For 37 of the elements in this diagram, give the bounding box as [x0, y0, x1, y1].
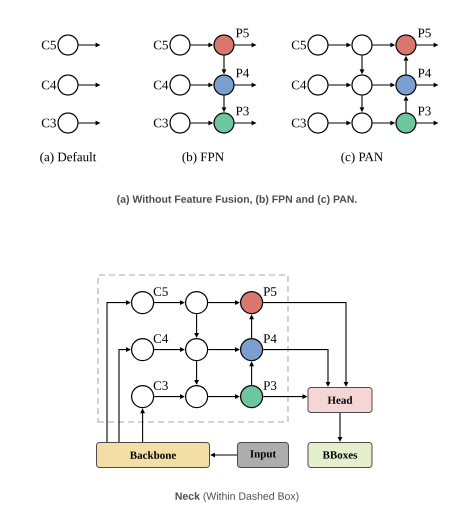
node-label: C3 [42, 118, 56, 128]
node-label: P3 [418, 106, 431, 116]
node-label: P3 [264, 381, 276, 390]
feature-circle [351, 34, 373, 56]
node-label: C4 [42, 80, 56, 90]
node-label: C5 [292, 40, 306, 50]
node-label: C3 [154, 381, 168, 390]
feature-circle [185, 291, 208, 314]
feature-circle [351, 112, 373, 134]
block-box: Input [237, 442, 289, 468]
node-label: C3 [154, 118, 168, 128]
node-label: C5 [42, 40, 56, 50]
node-label: P3 [236, 106, 249, 116]
node-label: C4 [292, 80, 306, 90]
block-box: BBoxes [308, 442, 372, 468]
node-label: P4 [236, 68, 250, 78]
feature-circle [351, 74, 373, 96]
node-label: P4 [264, 334, 277, 343]
feature-circle [185, 385, 208, 408]
caption: Neck (Within Dashed Box) [176, 492, 298, 502]
block-box: Head [308, 387, 372, 413]
node-label: C4 [154, 334, 168, 343]
panel-label: (b) FPN [182, 152, 224, 164]
node-label: C5 [154, 40, 168, 50]
caption: (a) Without Feature Fusion, (b) FPN and (c) PAN. [117, 195, 357, 205]
node-label: P5 [418, 28, 431, 38]
feature-circle [185, 338, 208, 362]
panel-label: (a) Default [40, 152, 96, 164]
node-label: P4 [418, 68, 432, 78]
node-label: C4 [154, 80, 168, 90]
dashed-box [98, 274, 288, 422]
node-label: C5 [154, 287, 168, 296]
node-label: C3 [292, 118, 306, 128]
node-label: P5 [236, 28, 249, 38]
node-label: P5 [264, 287, 276, 296]
block-box: Backbone [96, 442, 210, 468]
panel-label: (c) PAN [341, 152, 383, 164]
